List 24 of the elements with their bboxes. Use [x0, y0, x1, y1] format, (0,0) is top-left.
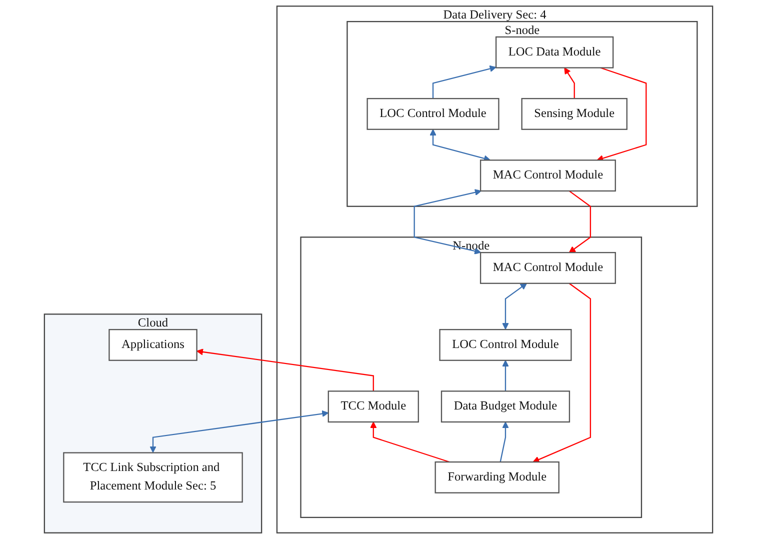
- node-box: TCC Module: [328, 390, 419, 423]
- node-box: Applications: [108, 328, 198, 361]
- arrow: [564, 67, 575, 99]
- arrow: [432, 65, 496, 99]
- arrow: [596, 67, 647, 162]
- arrow: [370, 422, 450, 463]
- arrow: [500, 422, 509, 462]
- node-box: LOC Data Module: [495, 36, 614, 68]
- arrow: [196, 348, 374, 392]
- arrow: [502, 360, 509, 392]
- node-box: LOC Control Module: [366, 98, 500, 130]
- arrow: [568, 190, 592, 253]
- node-box: LOC Control Module: [439, 328, 572, 361]
- arrow: [150, 410, 329, 453]
- node-box: Data Budget Module: [440, 390, 570, 423]
- arrow: [502, 283, 528, 330]
- arrow: [430, 129, 490, 162]
- node-box: Sensing Module: [521, 98, 628, 130]
- arrow: [532, 282, 592, 463]
- node-box: MAC Control Module: [480, 252, 616, 284]
- arrow: [414, 189, 482, 254]
- node-box: TCC Link Subscription and Placement Module Sec: 5: [63, 452, 243, 503]
- node-box: Forwarding Module: [434, 461, 560, 494]
- node-box: MAC Control Module: [480, 160, 616, 192]
